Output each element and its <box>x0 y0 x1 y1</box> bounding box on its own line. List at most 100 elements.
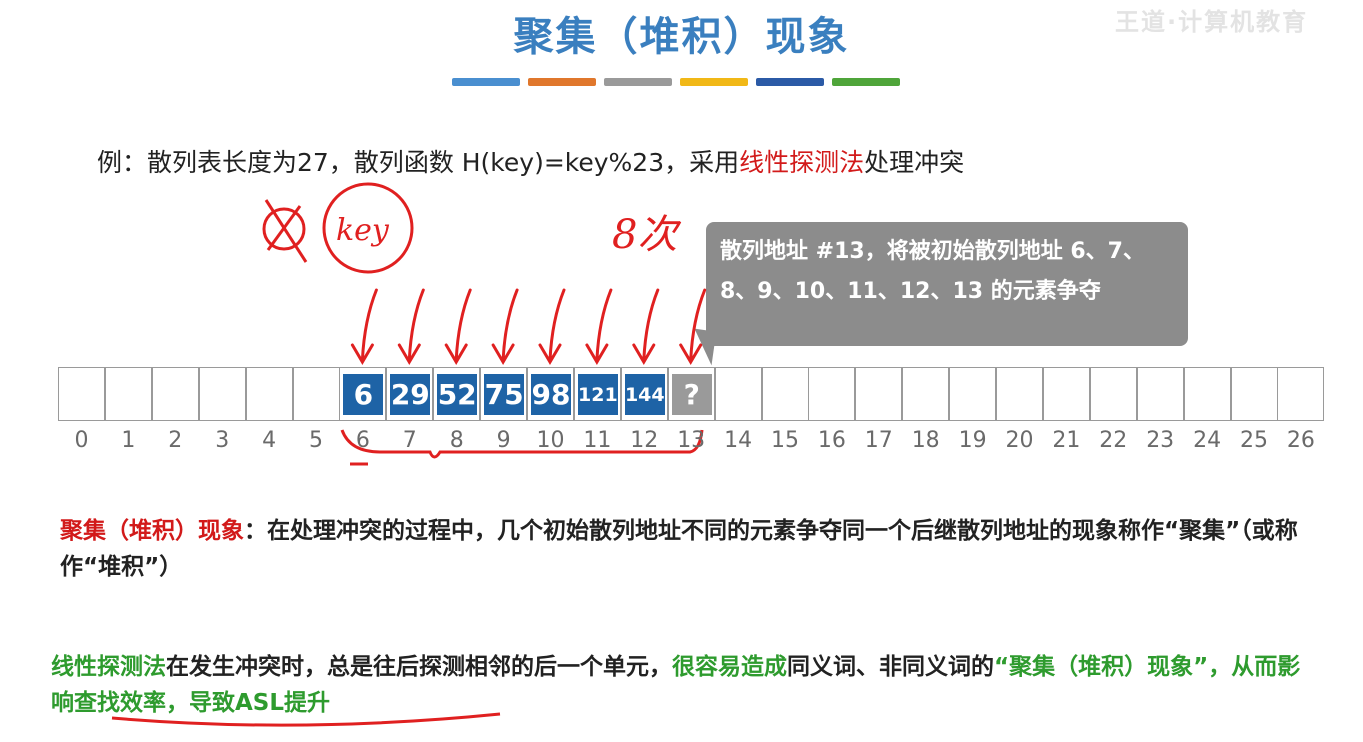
example-text: 例：散列表长度为27，散列函数 H(key)=key%23，采用线性探测法处理冲… <box>97 143 964 179</box>
hash-index: 9 <box>496 428 511 453</box>
hash-cell <box>1042 367 1090 421</box>
hash-value: 121 <box>577 374 618 415</box>
hash-index: 4 <box>262 428 277 453</box>
hash-index: 16 <box>817 428 846 453</box>
hash-cell <box>902 367 950 421</box>
note-part1: 线性探测法 <box>51 654 166 680</box>
hash-cell: ? <box>667 367 715 421</box>
note-underline <box>111 712 501 727</box>
hash-cell <box>292 367 340 421</box>
accent-bar <box>756 78 824 86</box>
hash-cell <box>714 367 762 421</box>
hash-index: 26 <box>1286 428 1315 453</box>
note-part4: 同义词、非同义词的 <box>787 654 994 680</box>
key-circle <box>322 182 414 274</box>
accent-bar <box>832 78 900 86</box>
hash-cell: 144 <box>620 367 668 421</box>
hash-cell: 98 <box>527 367 574 421</box>
hash-value: 75 <box>484 374 525 415</box>
hash-index: 5 <box>309 428 323 453</box>
hash-index: 12 <box>630 428 659 453</box>
hash-index: 7 <box>402 428 417 453</box>
hash-cell <box>1183 367 1231 421</box>
probe-arrow <box>632 288 660 365</box>
probe-arrow <box>397 288 425 365</box>
hash-value: 144 <box>624 374 665 415</box>
probe-arrow <box>538 288 566 365</box>
hash-index: 6 <box>355 428 370 453</box>
unknown-value: ? <box>671 374 712 415</box>
hash-index: 24 <box>1193 428 1222 453</box>
crossed-mark <box>262 199 308 263</box>
accent-bar <box>604 78 672 86</box>
hash-value: 29 <box>390 374 431 415</box>
definition-term: 聚集（堆积）现象 <box>60 518 244 544</box>
hash-index: 3 <box>215 428 230 453</box>
hash-value: 52 <box>437 374 478 415</box>
example-suffix: 处理冲突 <box>864 148 965 177</box>
hash-index: 1 <box>121 428 136 453</box>
hash-index: 18 <box>911 428 940 453</box>
hash-index: 13 <box>677 428 706 453</box>
hash-index: 2 <box>168 428 183 453</box>
accent-bar <box>528 78 596 86</box>
key-handwriting: key <box>336 213 390 248</box>
hash-cell: 29 <box>386 367 434 421</box>
hash-index: 0 <box>74 428 89 453</box>
definition-body: ：在处理冲突的过程中，几个初始散列地址不同的元素争夺同一个后继散列地址的现象称作… <box>60 518 1298 580</box>
probe-arrow <box>679 288 707 365</box>
hash-cell <box>58 367 105 421</box>
probe-arrow <box>585 288 613 365</box>
count-handwriting: 8次 <box>612 212 681 258</box>
probe-arrow <box>491 288 519 365</box>
note-part3: 很容易造成 <box>672 654 787 680</box>
hash-index: 19 <box>958 428 987 453</box>
hash-cell <box>1136 367 1184 421</box>
hash-index: 11 <box>583 428 612 453</box>
hash-cell <box>808 367 856 421</box>
hash-index: 14 <box>724 428 753 453</box>
probe-arrow <box>444 288 472 365</box>
probe-arrows <box>350 288 707 365</box>
hash-cell <box>855 367 903 421</box>
hash-cell: 75 <box>480 367 528 421</box>
definition-text: 聚集（堆积）现象：在处理冲突的过程中，几个初始散列地址不同的元素争夺同一个后继散… <box>60 513 1320 585</box>
hash-cell: 6 <box>339 367 387 421</box>
hash-cell: 52 <box>433 367 481 421</box>
hash-index: 20 <box>1005 428 1034 453</box>
hash-index: 25 <box>1240 428 1268 453</box>
hash-index: 15 <box>771 428 799 453</box>
hash-cell <box>198 367 246 421</box>
linear-probing-note: 线性探测法在发生冲突时，总是往后探测相邻的后一个单元，很容易造成同义词、非同义词… <box>51 649 1321 721</box>
hash-value: 98 <box>531 374 571 415</box>
hash-index: 21 <box>1052 428 1081 453</box>
hash-index: 17 <box>864 428 893 453</box>
hash-cell <box>104 367 152 421</box>
range-bracket <box>340 429 704 459</box>
hash-cell <box>1230 367 1278 421</box>
note-part5: “聚集（堆积）现象”，从而影响查找效率，导致ASL提升 <box>51 654 1301 716</box>
example-prefix: 例：散列表长度为27，散列函数 H(key)=key%23，采用 <box>97 148 740 177</box>
probe-arrow <box>350 288 378 365</box>
hash-value: 6 <box>343 374 384 415</box>
hash-index: 23 <box>1146 428 1175 453</box>
hash-index: 22 <box>1099 428 1128 453</box>
hash-cell <box>151 367 199 421</box>
hash-cell <box>949 367 997 421</box>
accent-bar <box>680 78 748 86</box>
callout-box: 散列地址 #13，将被初始散列地址 6、7、8、9、10、11、12、13 的元… <box>706 222 1188 346</box>
hash-index: 8 <box>449 428 464 453</box>
hash-cell <box>1277 367 1325 421</box>
hash-cell <box>761 367 809 421</box>
hash-cell <box>245 367 293 421</box>
slide-title: 聚集（堆积）现象 <box>513 14 850 60</box>
hash-cell <box>996 367 1043 421</box>
accent-bar <box>452 78 520 86</box>
hash-cell <box>1089 367 1137 421</box>
watermark: 王道·计算机教育 <box>1115 8 1309 36</box>
example-highlight: 线性探测法 <box>739 148 865 177</box>
hash-index: 10 <box>536 428 565 453</box>
hash-cell: 121 <box>573 367 621 421</box>
note-part2: 在发生冲突时，总是往后探测相邻的后一个单元， <box>166 654 672 680</box>
